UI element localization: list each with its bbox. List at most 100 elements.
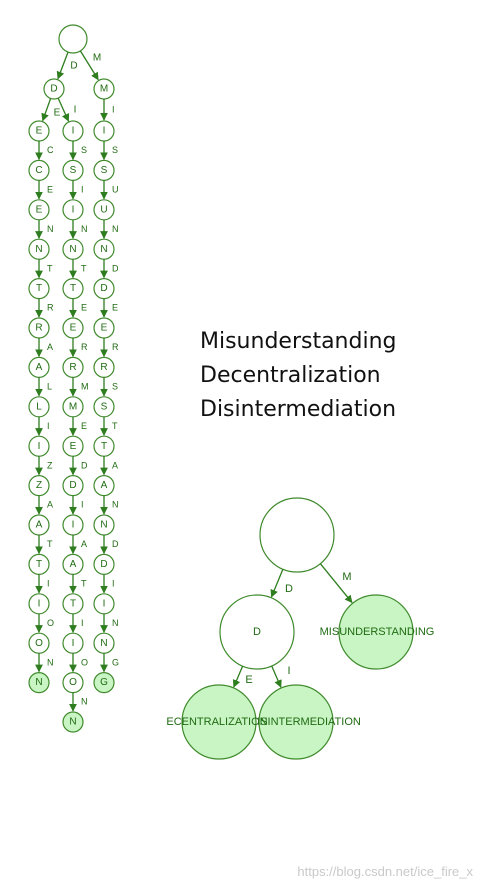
trie-edge-label: T xyxy=(47,263,53,273)
compressed-node-label: ISINTERMEDIATION xyxy=(257,716,361,728)
trie-edge-label: Z xyxy=(47,460,53,470)
trie-node-label: L xyxy=(36,401,42,412)
trie-edge-label: D xyxy=(112,263,119,273)
trie-edge-label: D xyxy=(70,61,77,72)
trie-edge-label: O xyxy=(47,618,54,628)
trie-node-label: U xyxy=(100,204,107,215)
trie-node-label: T xyxy=(36,559,42,570)
trie-edge xyxy=(57,97,70,122)
trie-node-label: N xyxy=(69,244,76,255)
trie-node-label: A xyxy=(70,559,77,570)
trie-edge-label: N xyxy=(81,697,88,707)
trie-edge xyxy=(79,50,99,81)
compressed-leaf-e xyxy=(181,684,257,760)
trie-root-node xyxy=(58,24,88,54)
trie-node-label: S xyxy=(70,165,77,176)
trie-node-label: I xyxy=(103,126,106,137)
compressed-node-label: MISUNDERSTANDING xyxy=(320,626,435,638)
trie-edge-label: T xyxy=(112,421,118,431)
trie-edge-label: N xyxy=(112,224,119,234)
trie-edge-label: I xyxy=(74,105,77,116)
trie-node-label: I xyxy=(72,204,75,215)
trie-leaf-node xyxy=(28,671,50,694)
compressed-edge-i xyxy=(271,665,282,688)
trie-edge-label: E xyxy=(54,108,61,119)
trie-edge-label: A xyxy=(47,342,53,352)
trie-node-label: D xyxy=(50,84,57,95)
trie-node-label: R xyxy=(35,323,42,334)
trie-node-label: T xyxy=(36,283,42,294)
trie-edge-label: I xyxy=(112,578,115,588)
trie-edge-label: N xyxy=(81,224,88,234)
trie-edge-label: N xyxy=(112,500,119,510)
trie-edge-label: N xyxy=(47,224,54,234)
trie-node-label: Z xyxy=(36,480,42,491)
trie-edge-label: L xyxy=(47,381,52,391)
trie-node-label: E xyxy=(70,323,77,334)
trie-edge-label: A xyxy=(112,460,118,470)
trie-node-label: E xyxy=(70,441,77,452)
word-decentralization: Decentralization xyxy=(200,363,381,388)
trie-edge-label: A xyxy=(47,500,53,510)
trie-node-label: E xyxy=(101,323,108,334)
trie-node-label: E xyxy=(36,204,43,215)
compressed-leaf-m xyxy=(338,594,414,670)
trie-node-label: I xyxy=(72,520,75,531)
watermark: https://blog.csdn.net/ice_fire_x xyxy=(297,864,473,879)
trie-node-label: I xyxy=(72,126,75,137)
trie-edge-label: M xyxy=(93,53,101,64)
trie-edge-label: E xyxy=(47,184,53,194)
compressed-edge-label: E xyxy=(245,674,252,686)
trie-node-label: R xyxy=(100,362,107,373)
trie-node-label: T xyxy=(70,598,76,609)
trie-node-label: R xyxy=(69,362,76,373)
compressed-edge-label: D xyxy=(285,583,293,595)
trie-node-label: M xyxy=(100,84,108,95)
compressed-node-label: ECENTRALIZATION xyxy=(166,716,267,728)
trie-edge-label: E xyxy=(112,303,118,313)
trie-edge-d xyxy=(56,51,69,80)
trie-edge-label: S xyxy=(81,145,87,155)
trie-node-label: S xyxy=(101,401,108,412)
trie-node-label: G xyxy=(100,677,108,688)
word-misunderstanding: Misunderstanding xyxy=(200,329,397,354)
trie-edge-label: I xyxy=(47,421,50,431)
compressed-edge-e xyxy=(232,665,244,688)
trie-node-label: N xyxy=(69,717,76,728)
trie-node-label: M xyxy=(69,401,77,412)
trie-node-label: T xyxy=(101,441,107,452)
trie-edge-label: T xyxy=(47,539,53,549)
trie-node-label: N xyxy=(35,244,42,255)
trie-edge-label: I xyxy=(47,578,50,588)
trie-node-label: O xyxy=(69,677,77,688)
compressed-edge-label: M xyxy=(342,571,351,583)
trie-edge-label: R xyxy=(81,342,88,352)
trie-edge xyxy=(41,98,52,122)
trie-node-label: N xyxy=(100,244,107,255)
trie-edge-label: N xyxy=(47,657,54,667)
trie-node-label: I xyxy=(38,441,41,452)
trie-edge-label: I xyxy=(81,618,84,628)
trie-edge-label: I xyxy=(112,104,115,114)
trie-edge-label: I xyxy=(81,500,84,510)
trie-edge-label: E xyxy=(81,303,87,313)
trie-node-label: T xyxy=(70,283,76,294)
trie-node-label: S xyxy=(101,165,108,176)
trie-node-label: I xyxy=(38,598,41,609)
trie-edge-label: R xyxy=(112,342,119,352)
trie-node-label: N xyxy=(100,520,107,531)
compressed-root-node xyxy=(259,497,335,573)
trie-node-label: D xyxy=(100,283,107,294)
trie-node-label: A xyxy=(36,362,43,373)
trie-node-label: N xyxy=(35,677,42,688)
trie-leaf-node xyxy=(62,711,84,733)
word-list: Misunderstanding Decentralization Disint… xyxy=(200,325,397,427)
compressed-edge-d xyxy=(270,568,284,598)
trie-node-label: I xyxy=(103,598,106,609)
trie-edge-label: N xyxy=(112,618,119,628)
trie-node xyxy=(43,78,65,100)
trie-node-label: I xyxy=(72,638,75,649)
compressed-edge-m xyxy=(319,563,353,604)
trie-edge-label: A xyxy=(81,539,87,549)
